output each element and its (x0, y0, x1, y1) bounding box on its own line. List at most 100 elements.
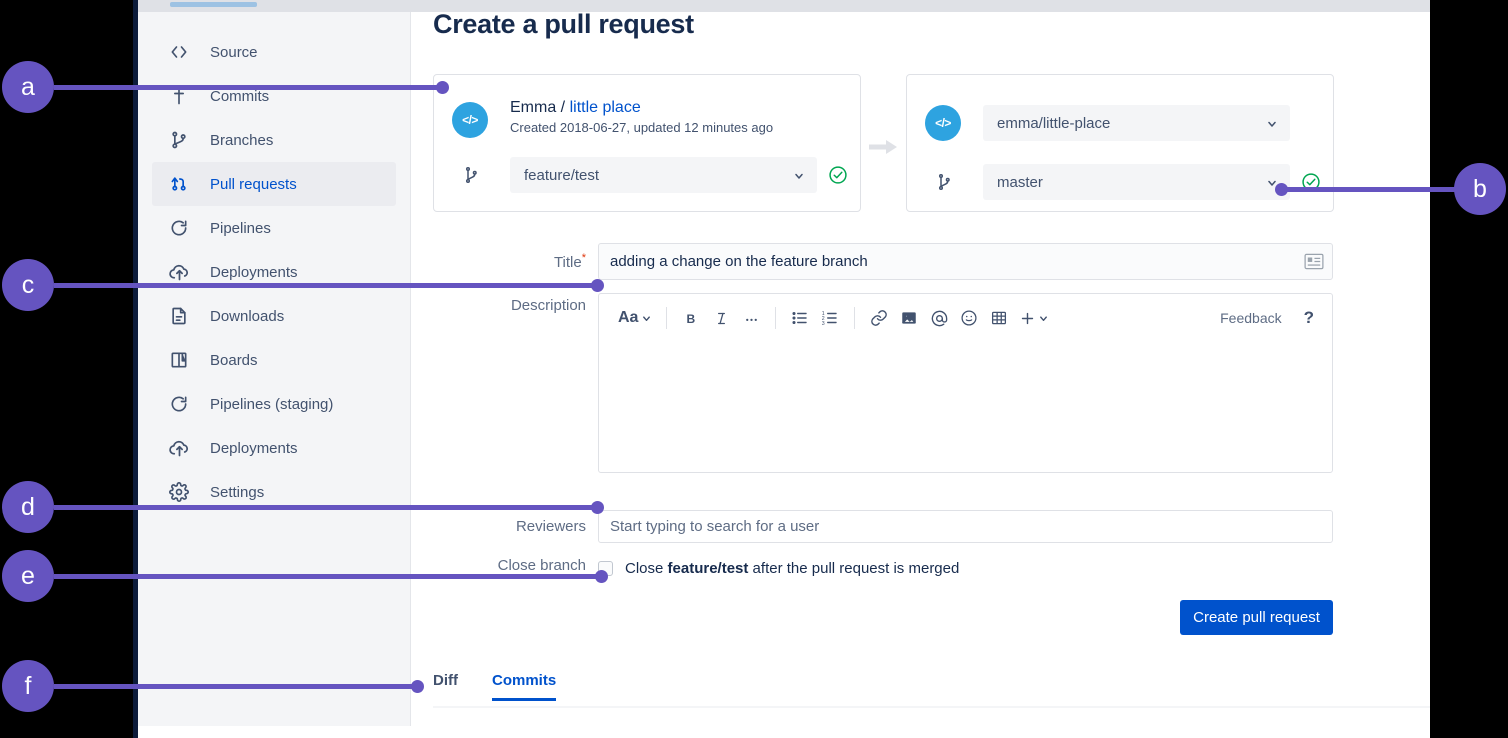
chevron-down-icon (1266, 176, 1278, 188)
sidebar-item-settings[interactable]: Settings (152, 470, 396, 514)
commits-icon (168, 85, 190, 107)
destination-branch-panel: </> emma/little-place master (906, 74, 1334, 212)
callout-f-leader (54, 684, 419, 689)
sidebar-item-downloads[interactable]: Downloads (152, 294, 396, 338)
bullet-list-icon[interactable] (787, 304, 813, 332)
sidebar-item-boards[interactable]: Boards (152, 338, 396, 382)
callout-e-leader-dot (595, 570, 608, 583)
source-branch-panel: </> Emma / little place Created 2018-06-… (433, 74, 861, 212)
link-icon[interactable] (866, 304, 892, 332)
mention-icon[interactable] (926, 304, 952, 332)
application-window: Source Commits Branches Pull requests (133, 0, 1430, 738)
boards-icon (168, 349, 190, 371)
sidebar-item-deployments-2[interactable]: Deployments (152, 426, 396, 470)
close-branch-suffix: after the pull request is merged (748, 559, 960, 577)
title-template-icon[interactable] (1304, 253, 1324, 270)
reviewers-input[interactable]: Start typing to search for a user (598, 510, 1333, 543)
reviewers-field-label: Reviewers (515, 518, 586, 535)
source-repo-link[interactable]: little place (569, 99, 641, 116)
sidebar-item-label: Downloads (210, 307, 285, 325)
sidebar-item-branches[interactable]: Branches (152, 118, 396, 162)
callout-d-leader-dot (591, 501, 604, 514)
toolbar-divider (666, 307, 668, 329)
callout-c: c (2, 259, 54, 311)
chevron-down-icon (1266, 117, 1278, 129)
source-branch-select[interactable]: feature/test (510, 157, 817, 193)
svg-text:2: 2 (822, 316, 825, 322)
sidebar-item-source[interactable]: Source (152, 30, 396, 74)
source-repo-meta: Created 2018-06-27, updated 12 minutes a… (510, 120, 774, 135)
destination-repo-value: emma/little-place (997, 114, 1111, 132)
chevron-down-icon (793, 169, 805, 181)
sidebar-item-label: Branches (210, 131, 274, 149)
toolbar-divider (775, 307, 777, 329)
close-branch-prefix: Close (625, 559, 668, 577)
sidebar-item-label: Boards (210, 351, 258, 369)
destination-branch-select[interactable]: master (983, 164, 1290, 200)
destination-branch-value: master (997, 173, 1043, 191)
svg-text:B: B (686, 311, 695, 325)
deployments-icon (168, 437, 190, 459)
description-editor[interactable]: Aa B (598, 293, 1333, 473)
top-bar-strip (138, 0, 1430, 12)
bottom-tabs: Diff Commits (433, 672, 1430, 708)
repository-avatar-icon: </> (925, 105, 961, 141)
breadcrumb-chip (170, 2, 257, 7)
sidebar-item-label: Deployments (210, 263, 298, 281)
sidebar-item-pipelines[interactable]: Pipelines (152, 206, 396, 250)
emoji-icon[interactable] (956, 304, 982, 332)
title-field-label: Title* (421, 252, 586, 271)
sidebar-item-commits[interactable]: Commits (152, 74, 396, 118)
insert-more-icon[interactable] (1016, 304, 1052, 332)
bold-icon[interactable]: B (678, 304, 704, 332)
destination-repo-select[interactable]: emma/little-place (983, 105, 1290, 141)
sidebar-item-label: Pull requests (210, 175, 297, 193)
pipelines-icon (168, 217, 190, 239)
sidebar-item-pull-requests[interactable]: Pull requests (152, 162, 396, 206)
callout-e-leader (54, 574, 603, 579)
gear-icon (168, 481, 190, 503)
source-repo-owner: Emma (510, 99, 557, 116)
sidebar-item-pipelines-staging[interactable]: Pipelines (staging) (152, 382, 396, 426)
close-branch-name: feature/test (667, 559, 749, 577)
callout-b-leader-dot (1275, 183, 1288, 196)
pipelines-icon (168, 393, 190, 415)
callout-d: d (2, 481, 54, 533)
description-field-label: Description (510, 297, 586, 314)
sidebar-item-label: Commits (210, 87, 270, 105)
create-pull-request-button[interactable]: Create pull request (1180, 600, 1333, 635)
italic-icon[interactable] (708, 304, 734, 332)
svg-text:1: 1 (822, 311, 825, 317)
page-title: Create a pull request (433, 9, 694, 39)
editor-toolbar: Aa B (599, 294, 1332, 342)
callout-c-leader-dot (591, 279, 604, 292)
repository-sidebar: Source Commits Branches Pull requests (138, 12, 411, 726)
title-label-text: Title (553, 254, 582, 271)
downloads-icon (168, 305, 190, 327)
source-repo-title: Emma / little place (510, 99, 641, 117)
callout-c-leader (54, 283, 599, 288)
help-icon[interactable]: ? (1303, 308, 1314, 327)
deployments-icon (168, 261, 190, 283)
branch-icon (168, 129, 190, 151)
source-branch-value: feature/test (524, 166, 600, 184)
more-formatting-icon[interactable] (738, 304, 764, 332)
main-content: Create a pull request </> Emma / little … (411, 9, 1430, 726)
close-branch-field-label: Close branch (497, 557, 586, 574)
feedback-link[interactable]: Feedback (1220, 310, 1282, 326)
global-nav-edge (133, 0, 138, 738)
callout-d-leader (54, 505, 599, 510)
table-icon[interactable] (986, 304, 1012, 332)
required-marker: * (581, 252, 586, 264)
sidebar-item-deployments[interactable]: Deployments (152, 250, 396, 294)
toolbar-divider (854, 307, 856, 329)
callout-b-leader (1283, 187, 1455, 192)
image-icon[interactable] (896, 304, 922, 332)
repository-avatar-icon: </> (452, 102, 488, 138)
tab-diff[interactable]: Diff (433, 672, 458, 689)
text-style-dropdown[interactable]: Aa (615, 304, 655, 332)
callout-a-leader (54, 85, 444, 90)
title-input[interactable]: adding a change on the feature branch (598, 243, 1333, 280)
tab-commits[interactable]: Commits (492, 672, 557, 701)
